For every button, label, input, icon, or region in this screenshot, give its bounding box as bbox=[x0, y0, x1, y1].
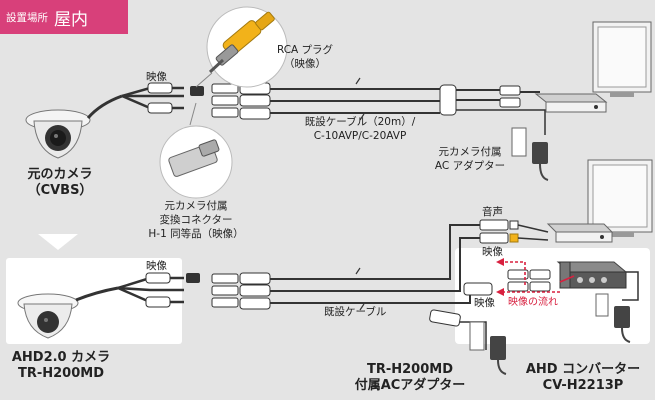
video-flow-label: 映像の流れ bbox=[508, 297, 558, 308]
new-camera-label-2: TR-H200MD bbox=[17, 366, 105, 381]
camera-top-breakout bbox=[121, 82, 204, 114]
existing-cable-label-bottom: 既設ケーブル bbox=[324, 306, 387, 318]
rca-plug-sub-label: （映像） bbox=[284, 58, 326, 70]
ahd-converter-icon bbox=[556, 261, 628, 289]
video-label-bottom-center: 映像 bbox=[474, 297, 495, 309]
video-label-bottom-left: 映像 bbox=[146, 260, 167, 272]
video-flow-arrows bbox=[496, 258, 575, 296]
ac-adapter-top-icon bbox=[511, 127, 549, 181]
monitor-bottom-icon bbox=[587, 159, 653, 237]
connector-label-1: 元カメラ付属 bbox=[164, 200, 228, 212]
audio-label: 音声 bbox=[482, 206, 503, 218]
converter-label-2: CV-H2213P bbox=[542, 378, 624, 393]
location-label: 設置場所 bbox=[6, 11, 48, 24]
dome-camera-bottom-icon bbox=[17, 293, 79, 339]
video-label-top: 映像 bbox=[146, 71, 167, 83]
new-adapter-label-1: TR-H200MD bbox=[366, 362, 454, 377]
cable-connectors-top bbox=[211, 82, 271, 120]
cable-to-dvr-bottom bbox=[440, 219, 549, 292]
adapter-top-label-1: 元カメラ付属 bbox=[438, 146, 502, 158]
old-camera-label-1: 元のカメラ bbox=[27, 167, 93, 182]
existing-cable-top bbox=[270, 77, 457, 121]
location-value: 屋内 bbox=[54, 9, 88, 30]
existing-cable-label-top: 既設ケーブル（20m）/ bbox=[304, 116, 416, 128]
camera-bottom-cable bbox=[75, 286, 119, 302]
connector-label-3: H-1 同等品（映像） bbox=[148, 228, 244, 240]
camera-top-cable bbox=[86, 94, 123, 119]
bnc-connector-callout bbox=[159, 102, 233, 199]
camera-bottom-breakout bbox=[117, 272, 200, 308]
new-camera-label-1: AHD2.0 カメラ bbox=[11, 350, 111, 365]
recorder-top-icon bbox=[534, 93, 608, 113]
converter-plugs bbox=[507, 269, 639, 343]
monitor-top-icon bbox=[592, 21, 652, 97]
cable-to-dvr-top bbox=[456, 85, 546, 135]
adapter-top-label-2: AC アダプター bbox=[434, 160, 506, 172]
new-adapter-label-2: 付属ACアダプター bbox=[354, 378, 466, 393]
dome-camera-top-icon bbox=[25, 109, 91, 159]
ac-adapter-bottom-icon bbox=[469, 321, 507, 375]
cable-to-converter bbox=[429, 282, 493, 350]
cable-models-label: C-10AVP/C-20AVP bbox=[313, 130, 407, 142]
existing-cable-bottom bbox=[270, 267, 440, 311]
video-label-bottom-right: 映像 bbox=[482, 246, 503, 258]
converter-label-1: AHD コンバーター bbox=[525, 362, 641, 377]
rca-plug-callout bbox=[195, 6, 288, 88]
rca-plug-label: RCA プラグ bbox=[276, 44, 334, 56]
location-badge: 設置場所 屋内 bbox=[0, 0, 128, 34]
down-arrow-icon bbox=[38, 234, 78, 250]
recorder-bottom-icon bbox=[546, 223, 614, 243]
connector-label-2: 変換コネクター bbox=[159, 214, 233, 226]
cable-connectors-bottom bbox=[211, 272, 271, 310]
old-camera-label-2: （CVBS） bbox=[27, 183, 93, 198]
